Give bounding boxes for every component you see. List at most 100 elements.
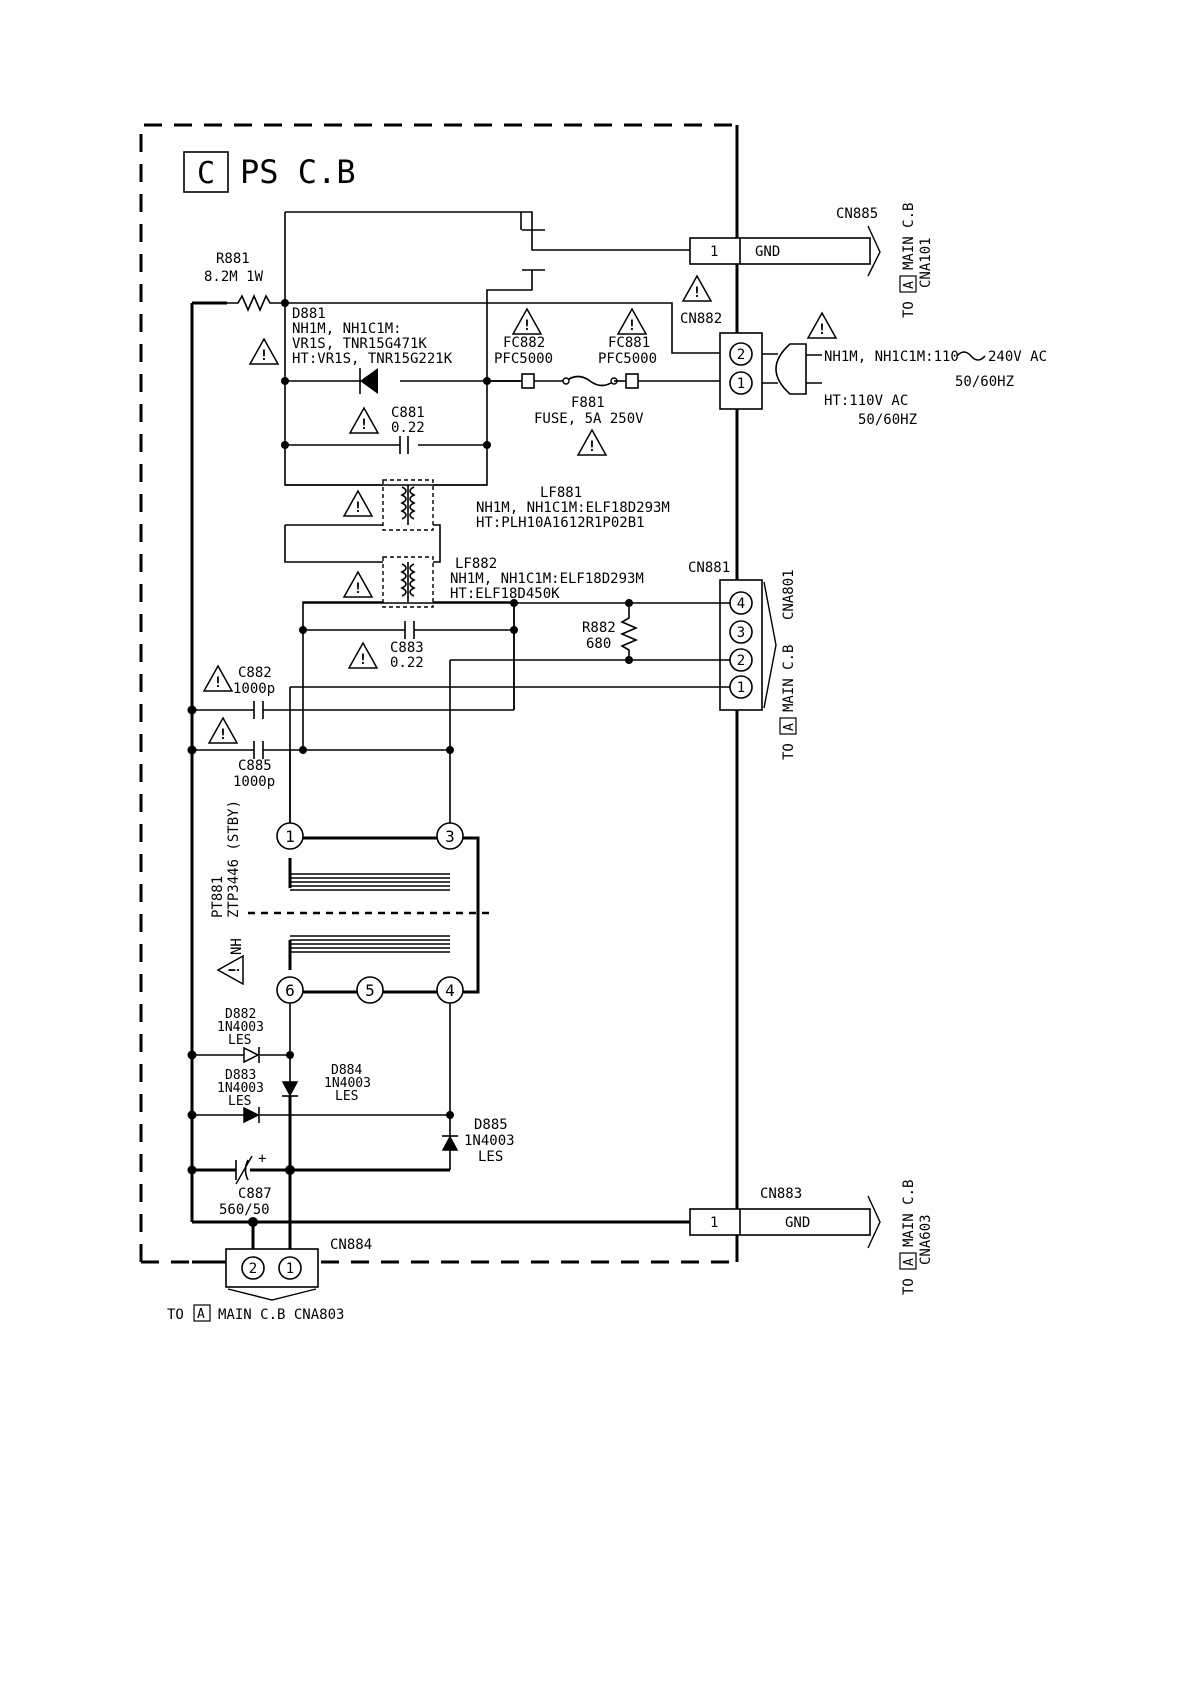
cn881-pin-4: 4 xyxy=(737,596,745,612)
pt881-warning: ! NH xyxy=(216,938,245,986)
d883-part: 1N4003 xyxy=(217,1081,264,1096)
pt881-pin-6: 6 xyxy=(285,981,295,1000)
cn881-connector: 4 3 2 1 CN881 TO A MAIN C.B CNA801 xyxy=(688,560,797,760)
c883-capacitor: C883 0.22 ! xyxy=(299,621,518,671)
d884-diode: D884 1N4003 LES xyxy=(281,1063,371,1104)
lf882-warning-icon: ! xyxy=(343,571,373,598)
fc881-value: PFC5000 xyxy=(598,351,657,367)
d883-ref: D883 xyxy=(225,1068,256,1083)
cn883-ref: CN883 xyxy=(760,1186,802,1202)
board-letter: C xyxy=(197,156,215,191)
ac-line4: 50/60HZ xyxy=(858,412,917,428)
ac-warning-icon: ! xyxy=(807,312,837,339)
svg-text:!: ! xyxy=(219,727,227,743)
svg-text:!: ! xyxy=(227,966,243,974)
pt881-note: NH xyxy=(229,938,245,955)
lf882-line1: NH1M, NH1C1M:ELF18D293M xyxy=(450,571,644,587)
d883-suffix: LES xyxy=(228,1094,251,1109)
fuse-chain: FC882 PFC5000 FC881 PFC5000 F881 FUSE, 5… xyxy=(487,308,720,456)
pt881-pin-3: 3 xyxy=(445,827,455,846)
cn885-ref: CN885 xyxy=(836,206,878,222)
d882-suffix: LES xyxy=(228,1033,251,1048)
c887-ref: C887 xyxy=(238,1186,272,1202)
svg-text:!: ! xyxy=(588,439,596,455)
d884-ref: D884 xyxy=(331,1063,362,1078)
c881-ref: C881 xyxy=(391,405,425,421)
svg-text:!: ! xyxy=(360,417,368,433)
f881-value: FUSE, 5A 250V xyxy=(534,411,644,427)
cn885-pin: 1 xyxy=(710,244,718,260)
lf882-line-filter: LF882 NH1M, NH1C1M:ELF18D293M HT:ELF18D4… xyxy=(302,524,644,750)
cn883-destination: TO A MAIN C.B CNA603 xyxy=(899,1180,934,1295)
ac-line1: NH1M, NH1C1M:110 xyxy=(824,349,959,365)
svg-text:TO: TO xyxy=(167,1307,184,1323)
cn882-pin1: 1 xyxy=(737,376,745,392)
c885-warning-icon: ! xyxy=(208,717,238,744)
c883-warning-icon: ! xyxy=(348,642,378,669)
ac-tilde-icon xyxy=(956,351,986,361)
svg-text:MAIN C.B CNA803: MAIN C.B CNA803 xyxy=(218,1307,344,1323)
r881-value: 8.2M 1W xyxy=(204,269,264,285)
svg-text:MAIN C.B: MAIN C.B xyxy=(781,645,797,712)
svg-text:A: A xyxy=(782,723,797,731)
lf881-line-filter: LF881 NH1M, NH1C1M:ELF18D293M HT:PLH10A1… xyxy=(284,479,670,563)
ac-line3: HT:110V AC xyxy=(824,393,908,409)
cn885-signal: GND xyxy=(755,244,780,260)
cn881-destination: TO A MAIN C.B CNA801 xyxy=(779,569,797,760)
svg-text:ZTP3446 (STBY): ZTP3446 (STBY) xyxy=(226,800,242,918)
lf881-warning-icon: ! xyxy=(343,490,373,517)
svg-text:!: ! xyxy=(354,581,362,597)
c887-value: 560/50 xyxy=(219,1202,270,1218)
d882-diode: D882 1N4003 LES xyxy=(217,1007,264,1064)
board-name: PS C.B xyxy=(240,153,356,191)
svg-text:!: ! xyxy=(818,322,826,338)
c881-value: 0.22 xyxy=(391,420,425,436)
c883-ref: C883 xyxy=(390,640,424,656)
svg-text:!: ! xyxy=(359,652,367,668)
pt881-label: PT881 ZTP3446 (STBY) xyxy=(210,800,242,918)
d881-warning-icon: ! xyxy=(249,338,279,365)
cn883-pin: 1 xyxy=(710,1215,718,1231)
lf882-line2: HT:ELF18D450K xyxy=(450,586,560,602)
cn884-ref: CN884 xyxy=(330,1237,372,1253)
top-network xyxy=(281,211,720,486)
d881-line3: HT:VR1S, TNR15G221K xyxy=(292,351,453,367)
svg-text:A: A xyxy=(902,1258,917,1266)
d884-part: 1N4003 xyxy=(324,1076,371,1091)
svg-text:TO: TO xyxy=(901,301,917,318)
svg-text:!: ! xyxy=(523,318,531,334)
cn882-connector: 2 1 CN882 ! xyxy=(680,275,763,410)
cn882-warning-icon: ! xyxy=(682,275,712,302)
cn883-signal: GND xyxy=(785,1215,810,1231)
cn884-destination: TO A MAIN C.B CNA803 xyxy=(167,1304,344,1323)
d885-diode: D885 1N4003 LES xyxy=(441,1117,515,1165)
c885-value: 1000p xyxy=(233,774,275,790)
cn884-pin-2: 2 xyxy=(249,1261,257,1277)
lf882-ref: LF882 xyxy=(455,556,497,572)
svg-text:!: ! xyxy=(628,318,636,334)
c882-capacitor: C882 1000p ! xyxy=(187,665,514,719)
f881-warning-icon: ! xyxy=(577,429,607,456)
cn881-pin-3: 3 xyxy=(737,625,745,641)
c887-capacitor: + C887 560/50 xyxy=(219,1151,272,1218)
cn884-pin-1: 1 xyxy=(286,1261,294,1277)
ac-line1-tail: 240V AC xyxy=(988,349,1047,365)
svg-text:CNA603: CNA603 xyxy=(918,1214,934,1265)
svg-text:A: A xyxy=(902,281,917,289)
fc882-ref: FC882 xyxy=(503,335,545,351)
c883-value: 0.22 xyxy=(390,655,424,671)
c885-capacitor: C885 1000p ! xyxy=(187,717,454,790)
r882-value: 680 xyxy=(586,636,611,652)
board-title: C PS C.B xyxy=(183,151,356,193)
d882-part: 1N4003 xyxy=(217,1020,264,1035)
d883-diode: D883 1N4003 LES xyxy=(217,1068,264,1124)
fc881-ref: FC881 xyxy=(608,335,650,351)
cn885-connector: 1 GND CN885 TO A MAIN C.B CNA101 xyxy=(689,203,934,318)
svg-text:MAIN C.B: MAIN C.B xyxy=(901,203,917,270)
lf881-line2: HT:PLH10A1612R1P02B1 xyxy=(476,515,645,531)
cn881-pin-1: 1 xyxy=(737,680,745,696)
pt881-pin-1: 1 xyxy=(285,827,295,846)
d885-suffix: LES xyxy=(478,1149,503,1165)
r881-ref: R881 xyxy=(216,251,250,267)
